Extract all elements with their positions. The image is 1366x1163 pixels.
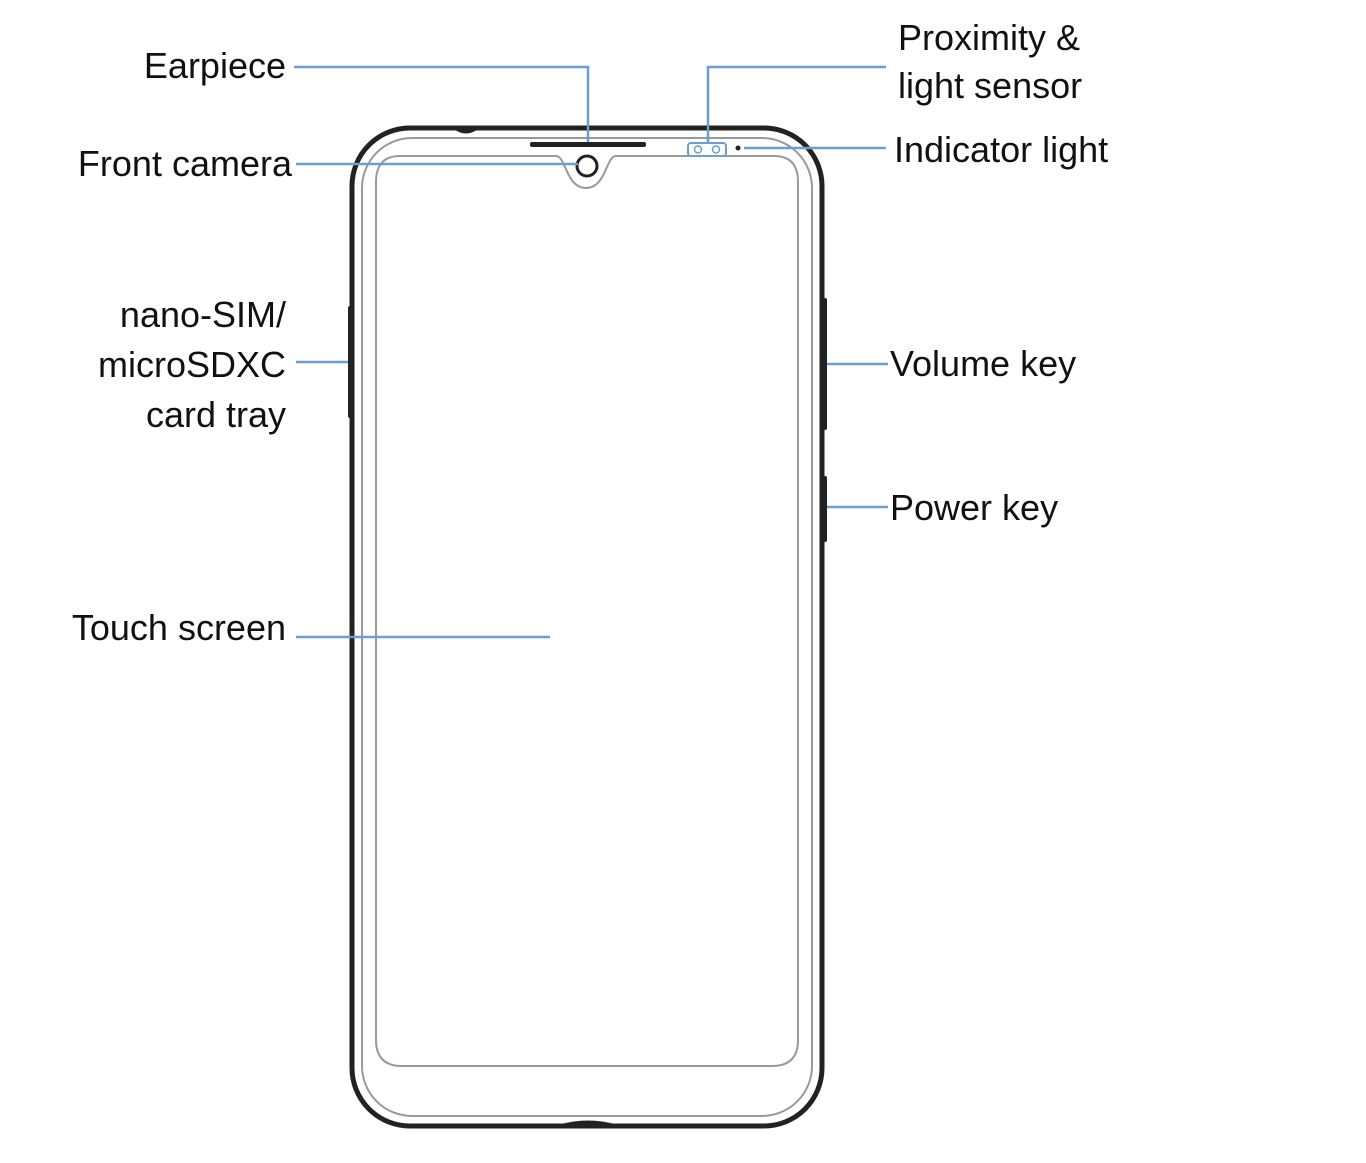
front-camera-label: Front camera [78, 140, 292, 188]
indicator-light-label: Indicator light [894, 126, 1108, 174]
sim-tray-label-line-2: microSDXC [97, 344, 286, 385]
front-camera-label-text: Front camera [77, 143, 292, 184]
sim-tray-label: nano-SIM/ microSDXC card tray [98, 290, 286, 440]
touch-screen-label: Touch screen [72, 604, 286, 652]
power-key-label: Power key [890, 484, 1058, 532]
sim-tray-label-line-3: card tray [145, 394, 286, 435]
proximity-sensor-dot-left [693, 145, 703, 154]
proximity-sensor-label-line-1: Proximity & [898, 17, 1081, 58]
power-key-button [820, 476, 827, 542]
proximity-sensor-leader-line [706, 65, 886, 143]
power-key-label-text: Power key [890, 487, 1059, 528]
sim-tray-slot [348, 306, 354, 418]
earpiece-leader-line [294, 65, 590, 142]
bottom-edge-mark [559, 1120, 617, 1128]
volume-key-label: Volume key [890, 340, 1076, 388]
proximity-sensor-window [687, 142, 727, 157]
volume-key-label-text: Volume key [890, 343, 1077, 384]
earpiece-grille [530, 142, 646, 147]
earpiece-label: Earpiece [144, 42, 286, 90]
sim-tray-label-line-1: nano-SIM/ [119, 294, 286, 335]
earpiece-label-text: Earpiece [143, 45, 286, 86]
volume-key-button [820, 298, 827, 430]
proximity-sensor-dot-right [711, 145, 721, 154]
proximity-sensor-label-line-2: light sensor [898, 65, 1083, 106]
proximity-sensor-label: Proximity & light sensor [898, 14, 1082, 110]
indicator-light-dot [735, 145, 741, 151]
front-camera-lens [575, 154, 599, 178]
touch-screen-label-text: Touch screen [71, 607, 286, 648]
touch-screen-outline [375, 155, 799, 1067]
top-edge-mark [454, 126, 478, 134]
indicator-light-label-text: Indicator light [894, 129, 1109, 170]
